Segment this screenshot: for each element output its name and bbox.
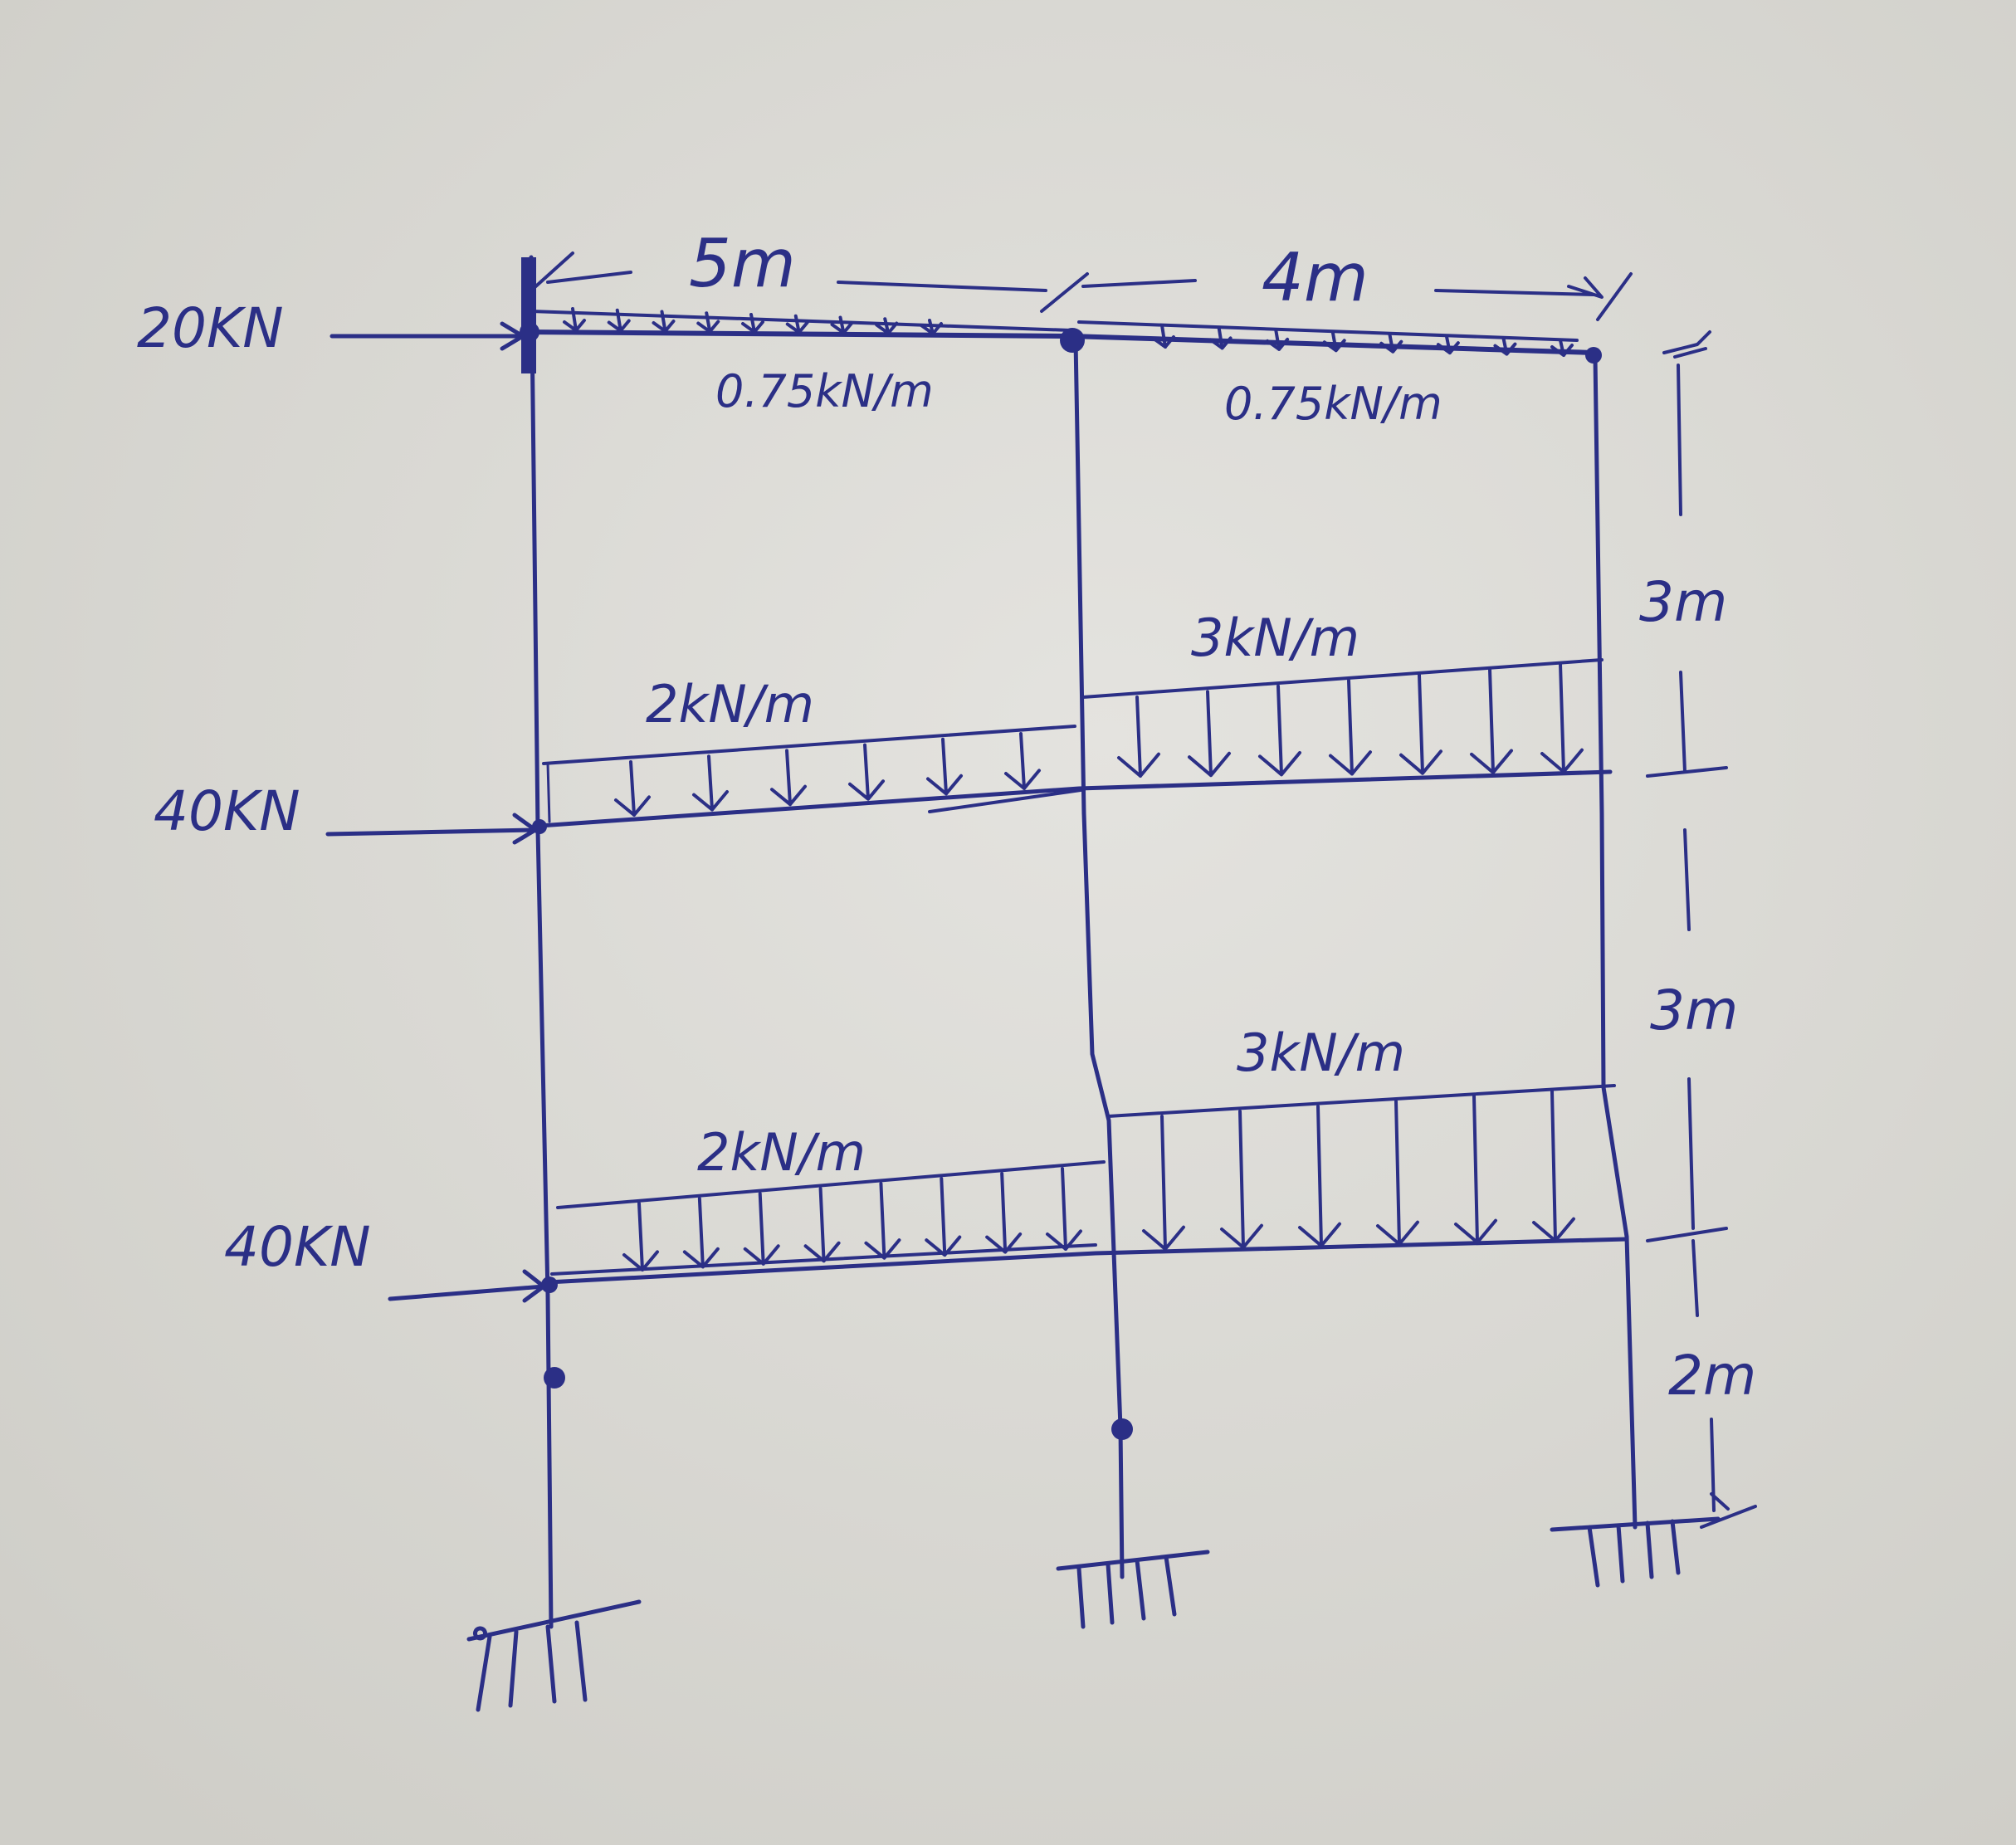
middle-fixed-support (1056, 1550, 1210, 1629)
right-fixed-support (1550, 1516, 1721, 1588)
roof-left-joint-bar (521, 257, 536, 373)
height-dim-line (1646, 330, 1757, 1529)
second-right-udl-right-edge (1599, 658, 1604, 774)
first-left-arrow (864, 1182, 901, 1260)
roof-right-arrow (1266, 328, 1290, 351)
left-fixed-support (466, 1599, 642, 1712)
second-right-arrow (1188, 690, 1231, 778)
left-column-hinge (544, 1367, 565, 1389)
bottom-storey-height-label: 2m (1668, 1344, 1756, 1408)
span-right-dim-line (1081, 272, 1633, 321)
second-right-arrow (1258, 684, 1301, 777)
middle-column (1073, 338, 1125, 1579)
second-left-arrow (926, 737, 963, 796)
middle-storey-height-label: 3m (1650, 979, 1738, 1042)
left-column (529, 255, 554, 1629)
roof-left-arrow (785, 314, 809, 334)
roof-left-arrow (696, 311, 720, 334)
roof-right-udl-label: 0.75kN/m (1224, 378, 1442, 430)
roof-left-arrow (920, 319, 943, 335)
second-left-udl-label: 2kN/m (646, 674, 814, 735)
second-left-arrow (848, 743, 885, 801)
second-floor-beam-2 (928, 788, 1082, 813)
first-point-load-label: 40KN (224, 1215, 371, 1279)
second-point-load-label: 40KN (154, 779, 300, 843)
second-right-udl-label: 3kN/m (1191, 608, 1359, 668)
first-left-arrow (1046, 1167, 1082, 1251)
labels: 5m 4m 0.75kN/m 0.75kN/m 2kN/m 3kN/m 2kN/… (137, 225, 1756, 1408)
first-right-arrow (1298, 1105, 1341, 1247)
roof-right-arrow (1152, 324, 1175, 349)
first-left-udl-label: 2kN/m (697, 1122, 866, 1183)
dimension-lines (530, 251, 1757, 1529)
roof-left-arrow (563, 307, 586, 332)
first-left-arrow (622, 1202, 659, 1271)
roof-left-udl-label: 0.75kN/m (715, 365, 934, 417)
first-right-arrow (1376, 1100, 1419, 1246)
second-right-udl-top (1081, 658, 1604, 699)
udl-envelopes (542, 658, 1616, 1209)
supports (466, 1516, 1721, 1712)
first-right-arrow (1532, 1090, 1575, 1242)
second-left-joint (532, 819, 547, 834)
second-left-arrow (614, 760, 651, 817)
second-left-udl-left-edge (546, 762, 551, 823)
second-left-udl-top (542, 725, 1076, 765)
first-right-udl-top (1106, 1084, 1616, 1118)
top-storey-height-label: 3m (1639, 570, 1727, 634)
first-right-arrow (1220, 1110, 1263, 1249)
first-left-udl-top (556, 1160, 1106, 1209)
span-right-label: 4m (1262, 239, 1369, 316)
roof-left-arrow (875, 317, 899, 335)
roof-right-arrow (1379, 332, 1403, 354)
span-left-label: 5m (689, 225, 796, 302)
second-left-arrow (1004, 732, 1041, 790)
roof-right-arrow (1550, 339, 1574, 357)
roof-point-load-label: 20KN (137, 296, 284, 360)
second-left-arrow (770, 749, 807, 807)
joints (520, 257, 1602, 1440)
first-right-arrow (1142, 1115, 1185, 1251)
roof-right-arrow (1493, 336, 1517, 356)
roof-right-joint (1585, 347, 1602, 364)
span-left-dim-line (530, 251, 1089, 313)
roof-right-arrow (1208, 325, 1233, 350)
second-left-arrow (692, 754, 729, 812)
first-right-udl-label: 3kN/m (1237, 1023, 1405, 1083)
second-right-arrow (1540, 662, 1584, 774)
first-floor-beam (545, 1237, 1629, 1285)
first-left-arrow (743, 1192, 780, 1266)
second-right-arrow (1399, 673, 1442, 775)
roof-left-arrow (830, 315, 854, 334)
second-right-arrow (1117, 696, 1160, 778)
roof-right-arrow (1322, 329, 1346, 353)
first-left-arrow (985, 1172, 1023, 1254)
first-left-arrow (682, 1197, 720, 1269)
roof-beam-upper-line (530, 310, 1072, 332)
roof-middle-joint (1060, 328, 1085, 353)
second-right-arrow (1329, 679, 1372, 776)
first-left-joint (541, 1276, 558, 1293)
roof-left-arrow (741, 313, 764, 334)
roof-left-arrow (607, 308, 631, 333)
first-left-arrow (803, 1187, 841, 1263)
middle-column-hinge (1111, 1418, 1133, 1440)
second-floor-beam (537, 769, 1613, 828)
udl-arrows (563, 307, 1584, 1271)
roof-right-arrow (1436, 334, 1460, 355)
first-left-arrow (925, 1177, 962, 1257)
roof-left-arrow (652, 310, 676, 333)
first-right-arrow (1454, 1095, 1497, 1244)
second-right-arrow (1470, 667, 1513, 774)
